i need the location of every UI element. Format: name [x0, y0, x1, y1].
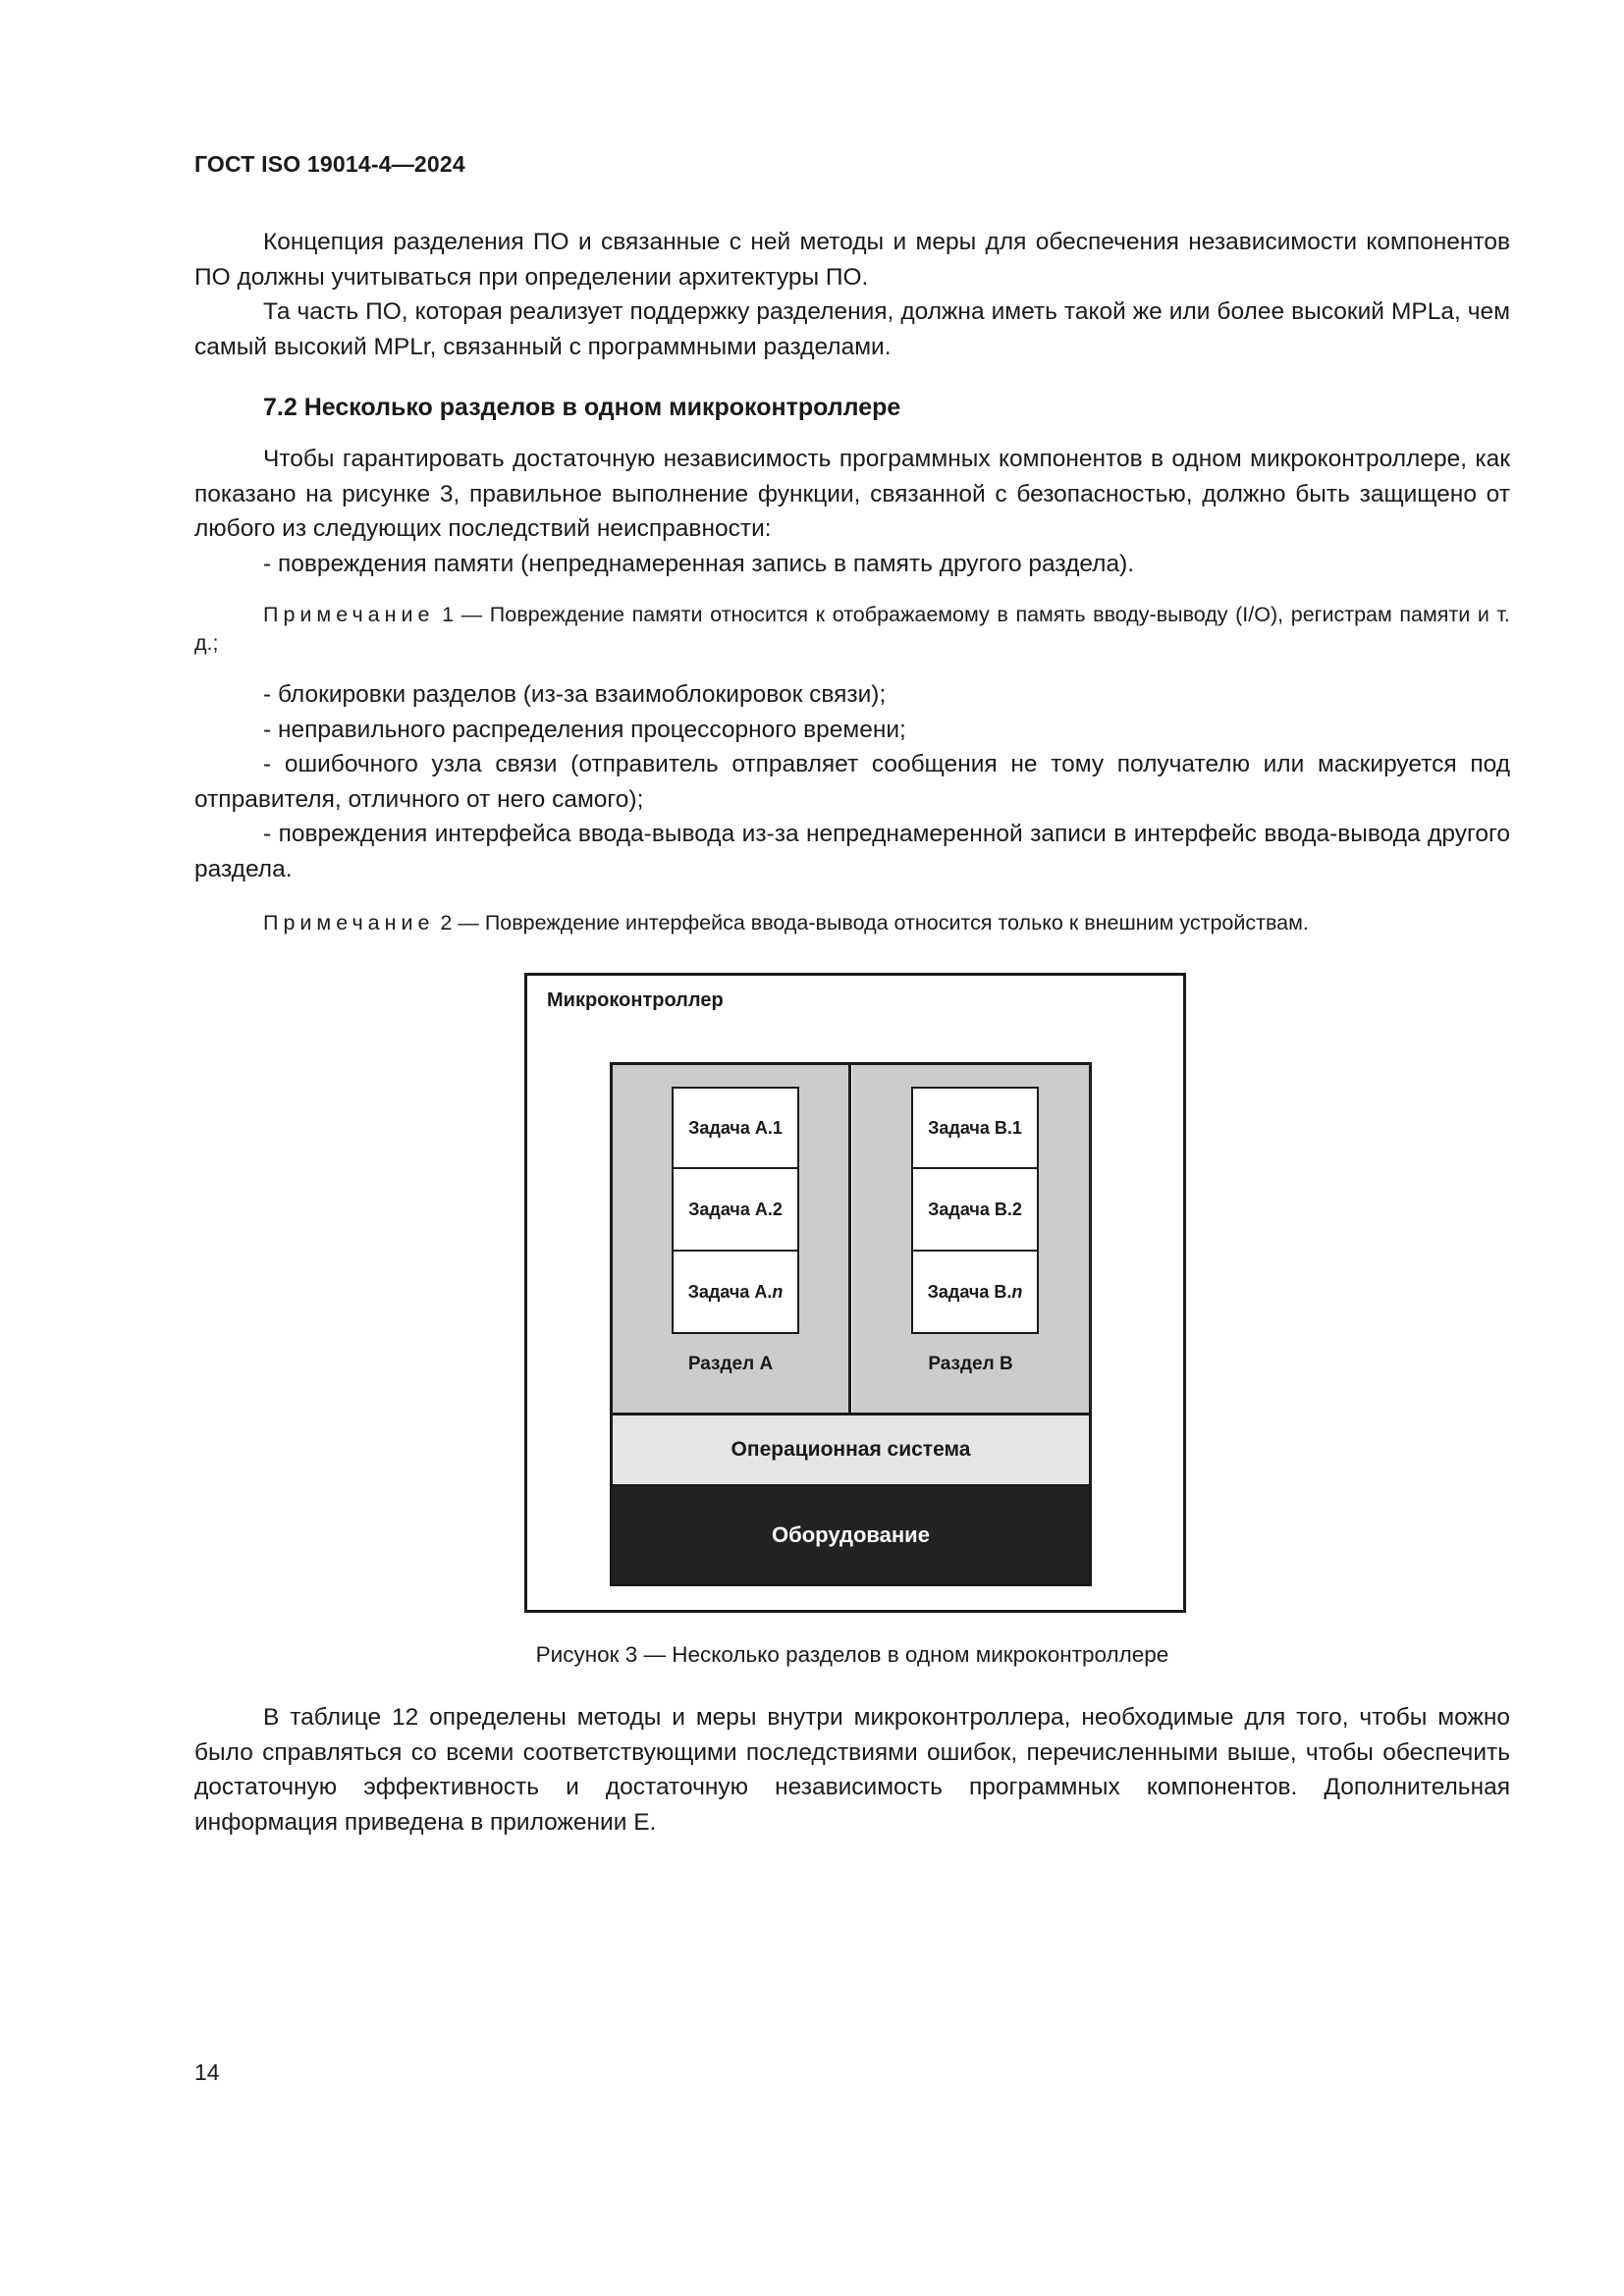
list-item-cpu-time: - неправильного распределения процессорн…	[263, 716, 906, 743]
partition-a-label: Раздел А	[687, 1354, 774, 1374]
section-body-block: Чтобы гарантировать достаточную независи…	[194, 442, 1510, 581]
microcontroller-diagram: Микроконтроллер Задача А.1 Задача А.2 За…	[524, 973, 1186, 1613]
microcontroller-label: Микроконтроллер	[547, 989, 724, 1011]
note-1-text: 1 — Повреждение памяти относится к отобр…	[194, 603, 1510, 655]
partition-a: Задача А.1 Задача А.2 Задача А.n Раздел …	[613, 1065, 851, 1413]
list-item-memory: - повреждения памяти (непреднамеренная з…	[263, 550, 1135, 577]
intro-paragraph-2: Та часть ПО, которая реализует поддержку…	[194, 298, 1510, 360]
note-2-text: 2 — Повреждение интерфейса ввода-вывода …	[434, 911, 1309, 934]
note-1-label: Примечание	[263, 603, 435, 626]
task-b-2: Задача В.2	[913, 1167, 1037, 1250]
task-b-n: Задача В.n	[913, 1250, 1037, 1332]
document-page: ГОСТ ISO 19014-4—2024 Концепция разделен…	[194, 0, 1510, 2296]
figure-caption: Рисунок 3 — Несколько разделов в одном м…	[535, 1642, 1169, 1667]
list-item-io: - повреждения интерфейса ввода-вывода из…	[194, 821, 1510, 882]
hardware-layer: Оборудование	[613, 1487, 1089, 1583]
intro-block: Концепция разделения ПО и связанные с не…	[194, 225, 1510, 364]
partition-b: Задача В.1 Задача В.2 Задача В.n Раздел …	[852, 1065, 1089, 1413]
task-a-n: Задача А.n	[674, 1250, 797, 1332]
page-number: 14	[194, 2059, 220, 2085]
closing-block: В таблице 12 определены методы и меры вн…	[194, 1700, 1510, 1840]
note-2: Примечание 2 — Повреждение интерфейса вв…	[194, 909, 1510, 937]
note-2-label: Примечание	[263, 911, 435, 934]
task-a-2: Задача А.2	[674, 1167, 797, 1250]
note-2-block: Примечание 2 — Повреждение интерфейса вв…	[194, 909, 1510, 937]
task-b-1: Задача В.1	[928, 1118, 1022, 1138]
task-a-1: Задача А.1	[688, 1118, 783, 1138]
section-heading-block: 7.2 Несколько разделов в одном микроконт…	[194, 391, 1510, 426]
operating-system-layer: Операционная система	[613, 1413, 1089, 1487]
list-block: - блокировки разделов (из-за взаимоблоки…	[194, 677, 1510, 886]
partition-a-tasks: Задача А.1 Задача А.2 Задача А.n	[672, 1087, 799, 1334]
note-1-block: Примечание 1 — Повреждение памяти относи…	[194, 601, 1510, 658]
partition-b-tasks: Задача В.1 Задача В.2 Задача В.n	[911, 1087, 1039, 1334]
section-heading: 7.2 Несколько разделов в одном микроконт…	[263, 394, 901, 421]
standard-code-header: ГОСТ ISO 19014-4—2024	[194, 151, 465, 177]
note-1: Примечание 1 — Повреждение памяти относи…	[194, 601, 1510, 658]
software-stack: Задача А.1 Задача А.2 Задача А.n Раздел …	[610, 1062, 1092, 1586]
list-item-comm-node: - ошибочного узла связи (отправитель отп…	[194, 751, 1510, 813]
intro-paragraph-1: Концепция разделения ПО и связанные с не…	[194, 229, 1510, 291]
closing-paragraph: В таблице 12 определены методы и меры вн…	[194, 1704, 1510, 1836]
partition-b-label: Раздел В	[928, 1354, 1013, 1374]
section-paragraph: Чтобы гарантировать достаточную независи…	[194, 446, 1510, 542]
list-item-blocking: - блокировки разделов (из-за взаимоблоки…	[263, 681, 887, 708]
